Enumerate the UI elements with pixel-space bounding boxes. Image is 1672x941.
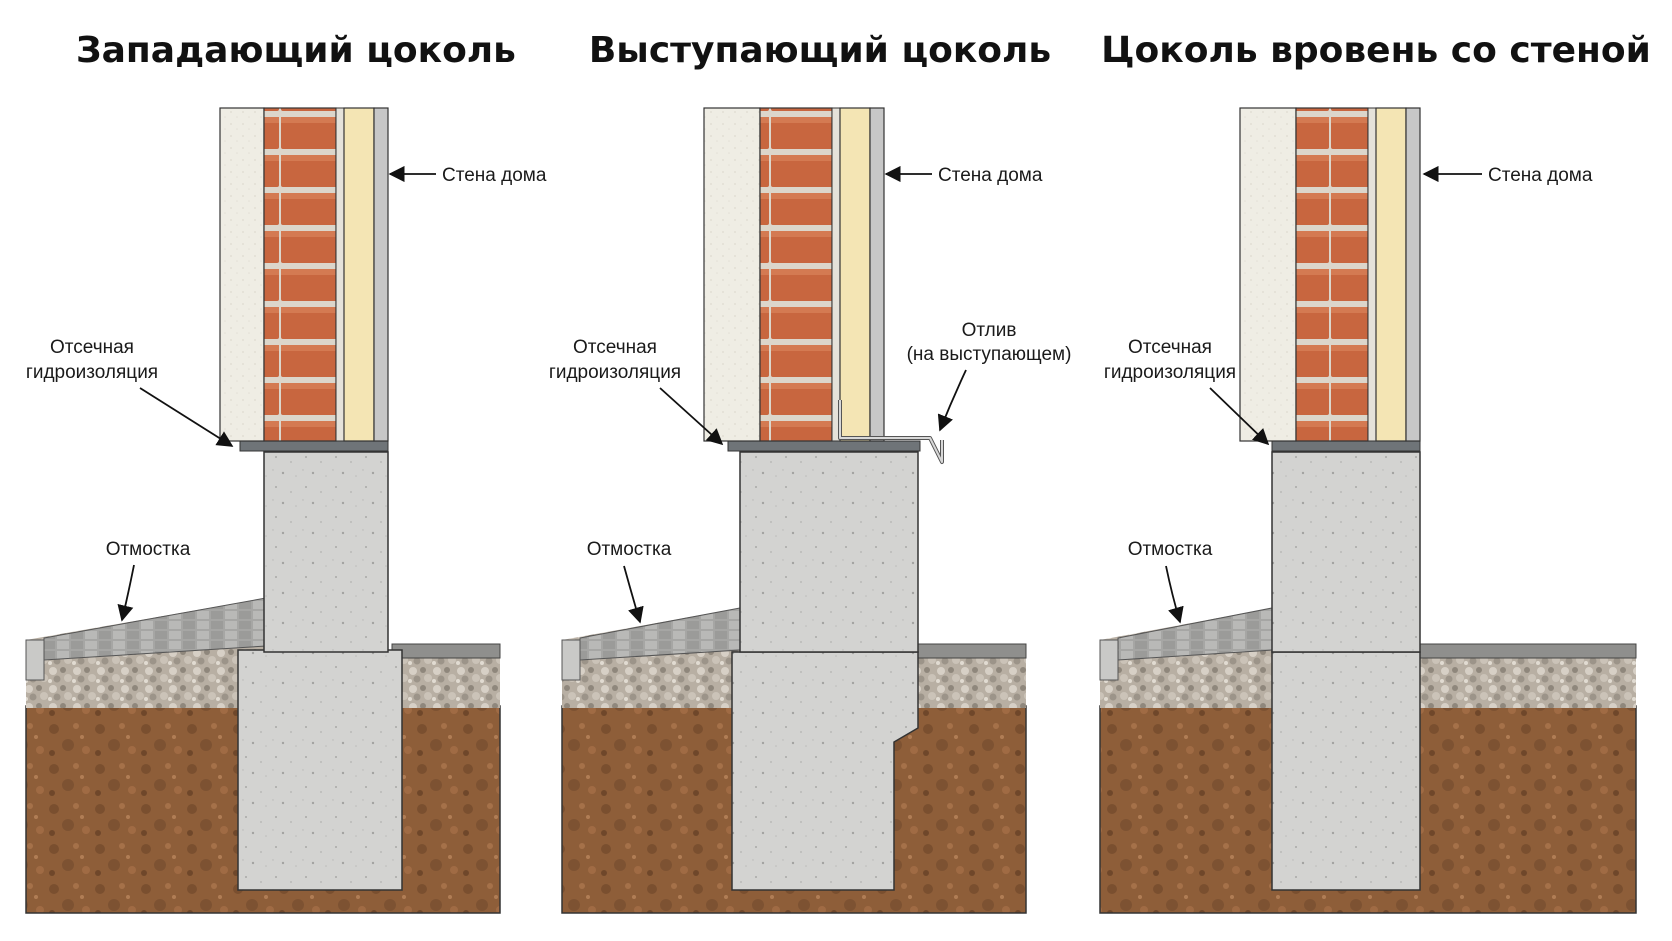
waterproofing-label-line1: Отсечная [1128, 337, 1212, 358]
wall-cladding [869, 107, 885, 442]
panel-title: Западающий цоколь [76, 30, 516, 71]
drip-edge-highlight [839, 400, 943, 463]
curb-stone [25, 639, 45, 681]
waterproofing-layer [1271, 440, 1421, 452]
wall-plaster [703, 107, 761, 442]
ground-surface [391, 643, 501, 659]
foundation [1271, 651, 1421, 891]
panel-title: Выступающий цоколь [589, 30, 1051, 71]
wall-air-gap [335, 107, 345, 442]
panel-flush-plinth: Цоколь вровень со стеной Стена дома Отсе… [1099, 30, 1651, 914]
panel-recessed-plinth: Западающий цоколь Стена дома [25, 30, 547, 914]
wall-insulation [343, 107, 375, 442]
waterproofing-label-line1: Отсечная [50, 337, 134, 358]
ground-surface [1419, 643, 1637, 659]
panel-title: Цоколь вровень со стеной [1101, 30, 1651, 71]
waterproofing-label-line2: гидроизоляция [549, 362, 681, 383]
blind-area-arrow [623, 565, 644, 624]
wall-air-gap [1367, 107, 1377, 442]
curb-stone [561, 639, 581, 681]
wall-cladding [1405, 107, 1421, 442]
house-wall [1239, 107, 1421, 442]
house-wall [703, 107, 885, 442]
waterproofing-layer [727, 440, 921, 452]
blind-area-arrow [1165, 565, 1184, 624]
waterproofing-arrow [139, 387, 234, 447]
drip-label-line1: Отлив [962, 320, 1017, 341]
blind-area-arrow [117, 564, 135, 622]
blind-area-label: Отмостка [587, 539, 672, 560]
blind-area [1099, 607, 1273, 681]
wall-air-gap [831, 107, 841, 442]
plinth [739, 451, 919, 653]
wall-insulation [1375, 107, 1407, 442]
curb-stone [1099, 639, 1119, 681]
wall-label: Стена дома [938, 165, 1043, 186]
waterproofing-label-line1: Отсечная [573, 337, 657, 358]
panel-protruding-plinth: Выступающий цоколь Стена дома [549, 30, 1072, 914]
wall-cladding [373, 107, 389, 442]
plinth [1271, 451, 1421, 653]
wall-insulation [839, 107, 871, 442]
waterproofing-arrow [659, 387, 724, 446]
wall-brick [1295, 107, 1369, 442]
waterproofing-label-line2: гидроизоляция [26, 362, 158, 383]
waterproofing-layer [239, 440, 389, 452]
wall-plaster [1239, 107, 1297, 442]
wall-brick [263, 107, 337, 442]
foundation [237, 649, 403, 891]
waterproofing-arrow [1209, 387, 1270, 446]
wall-label: Стена дома [1488, 165, 1593, 186]
wall-label: Стена дома [442, 165, 547, 186]
drip-label-line2: (на выступающем) [907, 344, 1072, 365]
waterproofing-label-line2: гидроизоляция [1104, 362, 1236, 383]
wall-brick [759, 107, 833, 442]
ground-surface [917, 643, 1027, 659]
blind-area-label: Отмостка [1128, 539, 1213, 560]
wall-plaster [219, 107, 265, 442]
blind-area-label: Отмостка [106, 539, 191, 560]
plinth [263, 451, 389, 653]
drip-arrow [937, 369, 967, 432]
blind-area [561, 607, 741, 681]
house-wall [219, 107, 389, 442]
foundation [731, 651, 919, 891]
